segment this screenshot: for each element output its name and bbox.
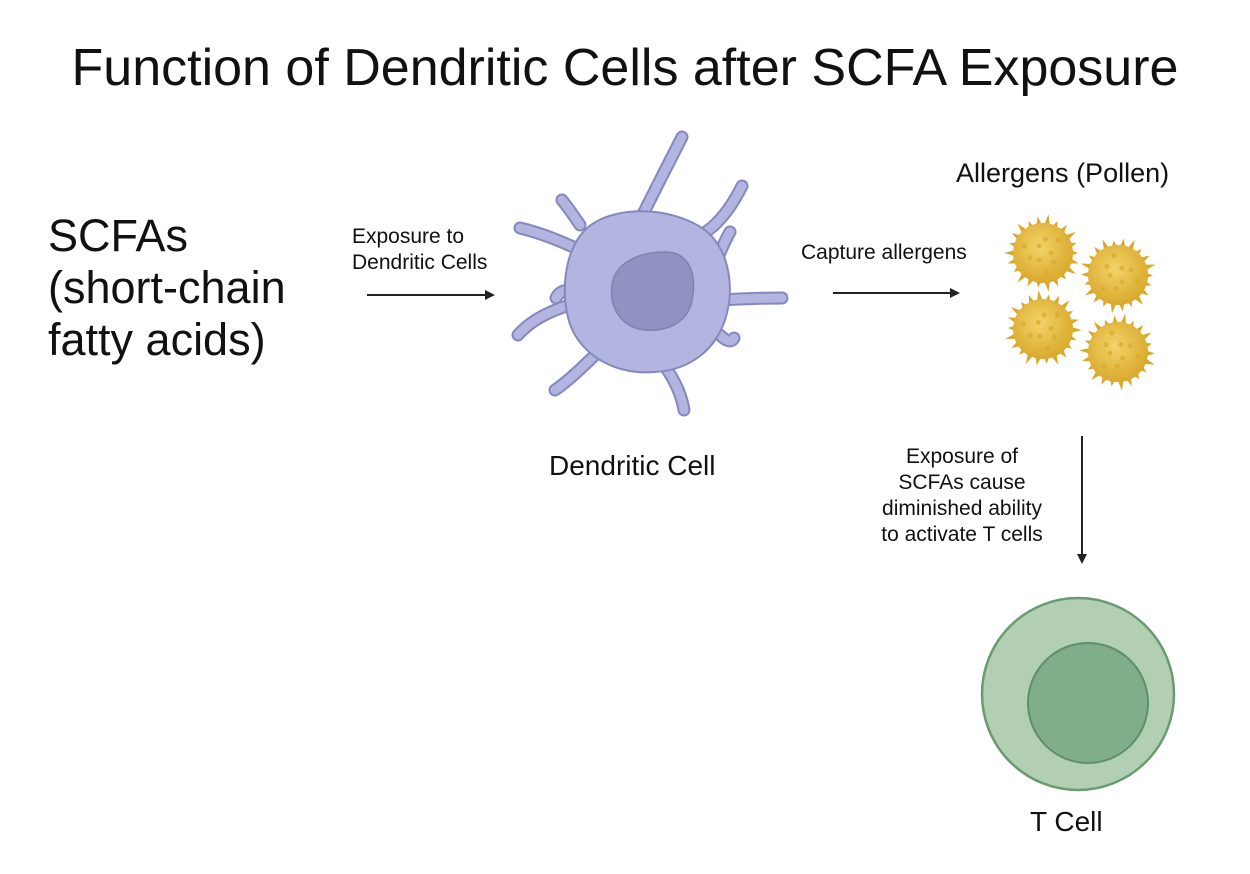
- pollen-grain-icon: [1005, 290, 1082, 366]
- pollen-grain-icon: [1004, 214, 1079, 292]
- diagram-title: Function of Dendritic Cells after SCFA E…: [71, 39, 1179, 97]
- scfa-label-line2: (short-chain: [48, 262, 286, 313]
- t-cell-nucleus: [1027, 642, 1149, 764]
- pollen-bump: [1035, 319, 1041, 325]
- capture-arrow-label: Capture allergens: [801, 241, 967, 264]
- dendritic-cell-nucleus: [610, 251, 695, 331]
- dendritic-cell-icon: [511, 130, 789, 417]
- scfa-label-line1: SCFAs: [48, 210, 189, 261]
- pollen-bump: [1048, 325, 1054, 331]
- scfa-label-line3: fatty acids): [48, 314, 266, 365]
- pollen-bump: [1113, 286, 1119, 292]
- pollen-bump: [1101, 364, 1107, 370]
- scfa-label: SCFAs (short-chain fatty acids): [48, 210, 286, 366]
- pollen-bump: [1043, 270, 1049, 276]
- t-cell-arrow-label-line2: SCFAs cause: [898, 471, 1026, 494]
- pollen-bump: [1107, 272, 1113, 278]
- pollen-bump: [1120, 355, 1126, 361]
- pollen-body: [1088, 245, 1148, 305]
- pollen-bump: [1109, 330, 1115, 336]
- pollen-body: [1013, 223, 1073, 283]
- t-cell-arrow-label-line4: to activate T cells: [881, 523, 1043, 546]
- pollen-bump: [1048, 250, 1054, 256]
- pollen-bump: [1036, 243, 1042, 249]
- pollen-bump: [1134, 278, 1140, 284]
- pollen-body: [1013, 299, 1073, 359]
- t-cell-arrow-label-line1: Exposure of: [905, 445, 1019, 468]
- pollen-bump: [1051, 259, 1057, 265]
- allergens-label: Allergens (Pollen): [956, 158, 1170, 188]
- pollen-bump: [1021, 321, 1027, 327]
- pollen-bump: [1045, 345, 1051, 351]
- pollen-bump: [1100, 286, 1106, 292]
- pollen-bump: [1036, 257, 1042, 263]
- t-cell-label: T Cell: [1030, 806, 1103, 837]
- pollen-bump: [1118, 342, 1124, 348]
- pollen-bump: [1119, 279, 1125, 285]
- exposure-arrow-label-line2: Dendritic Cells: [352, 251, 488, 274]
- pollen-bump: [1043, 236, 1049, 242]
- pollen-bump: [1111, 252, 1117, 258]
- pollen-bump: [1103, 342, 1109, 348]
- dendritic-cell-label: Dendritic Cell: [549, 450, 716, 481]
- pollen-bump: [1054, 312, 1060, 318]
- pollen-bump: [1107, 350, 1113, 356]
- t-cell-arrow-label-line3: diminished ability: [882, 497, 1042, 520]
- pollen-bump: [1027, 332, 1033, 338]
- pollen-bump: [1119, 265, 1125, 271]
- pollen-group: [1004, 214, 1156, 391]
- pollen-bump: [1128, 267, 1134, 273]
- t-cell-icon: [980, 596, 1176, 792]
- pollen-body: [1088, 322, 1148, 382]
- pollen-bump: [1135, 353, 1141, 359]
- exposure-arrow-label: Exposure to Dendritic Cells: [352, 224, 487, 276]
- pollen-bump: [1056, 237, 1062, 243]
- pollen-bump: [1037, 333, 1043, 339]
- pollen-bump: [1051, 334, 1057, 340]
- exposure-arrow-label-line1: Exposure to: [352, 225, 465, 248]
- pollen-bump: [1021, 243, 1027, 249]
- pollen-bump: [1027, 255, 1033, 261]
- pollen-bump: [1127, 342, 1133, 348]
- pollen-bump: [1104, 263, 1110, 269]
- pollen-bump: [1041, 312, 1047, 318]
- pollen-grain-icon: [1079, 313, 1155, 391]
- pollen-grain-icon: [1080, 238, 1156, 314]
- pollen-bump: [1114, 363, 1120, 369]
- t-cell-arrow-label: Exposure of SCFAs cause diminished abili…: [862, 444, 1062, 548]
